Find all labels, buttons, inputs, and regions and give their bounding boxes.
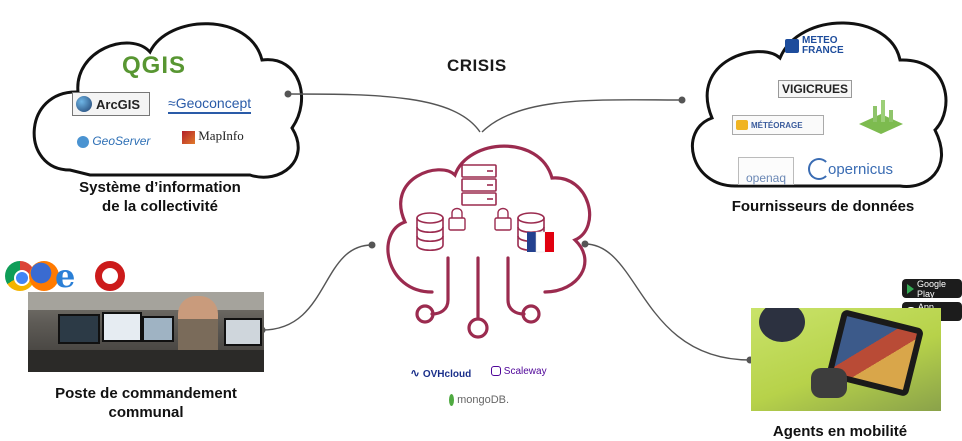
google-play-icon (907, 283, 914, 294)
meteorage-logo: MÉTÉORAGE (732, 115, 824, 135)
ovhcloud-label: OVHcloud (422, 369, 472, 380)
arcgis-logo: ArcGIS (72, 92, 150, 116)
right-cloud-caption: Fournisseurs de données (731, 198, 915, 215)
connectors (261, 93, 751, 361)
command-post-caption-line1: Poste de commandement (55, 385, 237, 402)
openaq-label: openaq (745, 171, 787, 185)
geoconcept-label: Geoconcept (175, 95, 252, 111)
google-play-label: Google Play (917, 278, 947, 299)
monitor (142, 316, 174, 342)
mobile-agents-caption: Agents en mobilité (772, 423, 908, 440)
diagram-title: CRISIS (447, 56, 507, 75)
connector-mobile (584, 243, 751, 361)
helmet (759, 308, 805, 342)
copernicus-c-icon (808, 158, 830, 180)
scaleway-logo: Scaleway (491, 366, 547, 377)
mongodb-logo: mongoDB. (449, 394, 510, 407)
mongodb-leaf-icon (449, 394, 454, 407)
left-cloud-caption-line2: de la collectivité (102, 198, 218, 215)
scaleway-label: Scaleway (503, 366, 547, 377)
geoconcept-logo: ⁠≈Geoconcept (168, 95, 252, 114)
mapinfo-label: MapInfo (198, 128, 244, 143)
meteo-france-icon (785, 39, 799, 53)
command-post-caption: Poste de commandement communal (28, 384, 264, 422)
meteo-france-logo: METEO FRANCE (785, 36, 844, 56)
firefox-icon (29, 261, 59, 291)
gloved-hand (811, 368, 847, 398)
meteorage-icon (736, 120, 748, 130)
google-play-badge[interactable]: Google Play (902, 278, 962, 299)
ovhcloud-logo: ∿ OVHcloud (410, 366, 471, 380)
connector-dot (368, 241, 376, 249)
connector-left-cloud (287, 93, 481, 133)
server-icon (461, 164, 497, 206)
french-flag-icon (527, 231, 554, 253)
copernicus-label: opernicus (828, 160, 894, 178)
crisis-cloud (386, 144, 592, 339)
monitor (102, 312, 142, 342)
arcgis-label: ArcGIS (96, 96, 141, 112)
opera-icon (95, 261, 125, 291)
left-cloud-caption-line1: Système d’information (79, 179, 241, 196)
geoserver-globe-icon (77, 135, 89, 148)
browser-icons: e (5, 257, 130, 295)
openaq-logo: openaq (738, 157, 794, 185)
geoconcept-swirl-icon: ⁠≈ (168, 95, 176, 111)
connector-right-cloud (481, 99, 683, 133)
meteo-label-line2: FRANCE (802, 45, 844, 56)
left-cloud-caption: Système d’information de la collectivité (55, 178, 265, 216)
mapinfo-icon (182, 130, 195, 144)
connector-dot (581, 240, 589, 248)
monitor (224, 318, 262, 346)
left-cloud-outline (32, 22, 303, 179)
desk (28, 350, 264, 372)
command-post-photo (28, 292, 264, 372)
ie-icon: e (55, 257, 76, 295)
geoserver-logo: GeoServer (77, 134, 150, 148)
qgis-logo: QGIS (122, 52, 187, 79)
lock-icon (494, 207, 512, 231)
mongodb-label: mongoDB. (457, 394, 510, 406)
right-cloud-outline (691, 21, 948, 188)
chrome-center (14, 270, 30, 286)
meteorage-label: MÉTÉORAGE (751, 120, 803, 130)
scaleway-icon (491, 366, 501, 377)
vigicrues-logo: VIGICRUES (778, 80, 853, 98)
monitor (58, 314, 100, 344)
mapinfo-logo: MapInfo (182, 128, 244, 144)
command-post-caption-line2: communal (108, 404, 184, 421)
mobile-agent-photo (751, 308, 941, 411)
copernicus-logo: opernicus (808, 158, 893, 180)
database-icon (416, 212, 444, 252)
connector-dot (678, 96, 686, 104)
map-3d-icon (859, 100, 903, 134)
ovh-icon: ∿ (410, 366, 421, 380)
globe-icon (76, 96, 92, 112)
lock-icon (448, 207, 466, 231)
meteo-label-line1: METEO (802, 35, 838, 46)
geoserver-label: GeoServer (92, 134, 151, 148)
connector-command-post (261, 244, 373, 331)
connector-dot (284, 90, 292, 98)
